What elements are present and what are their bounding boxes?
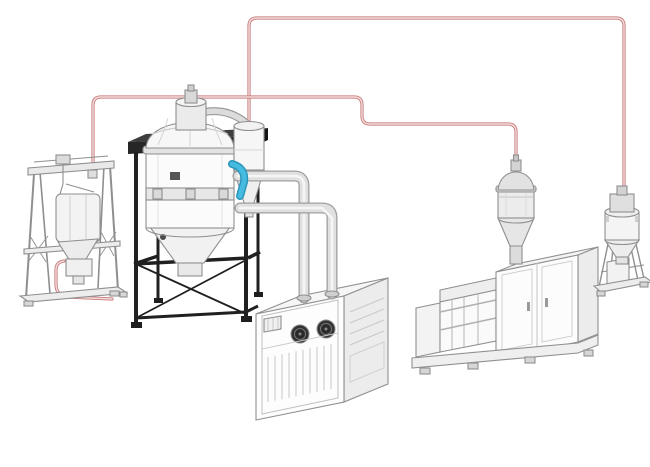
drying-hopper	[142, 113, 238, 277]
tie-bars	[439, 299, 497, 331]
injection-molding-machine	[411, 246, 599, 375]
loader-motor-cap	[616, 185, 628, 196]
louver-vents	[267, 344, 332, 402]
platens	[451, 294, 479, 349]
loader-motor-cap	[187, 84, 195, 92]
material-conveying-line	[54, 16, 626, 301]
nameplate	[170, 172, 180, 180]
loader-lid-cap	[512, 154, 520, 162]
vacuum-loader-station	[592, 185, 650, 297]
dehumidifying-dryer	[255, 277, 389, 421]
process-air-hoses	[232, 170, 340, 304]
cabinet-door	[541, 260, 573, 343]
pickup-fitting	[87, 169, 98, 179]
hopper-top-loader	[175, 84, 250, 131]
big-bag-unloader	[18, 154, 129, 307]
cabinet-door	[501, 268, 533, 351]
blue-hose-elbow	[228, 160, 249, 200]
machine-hopper-loader	[495, 154, 537, 265]
